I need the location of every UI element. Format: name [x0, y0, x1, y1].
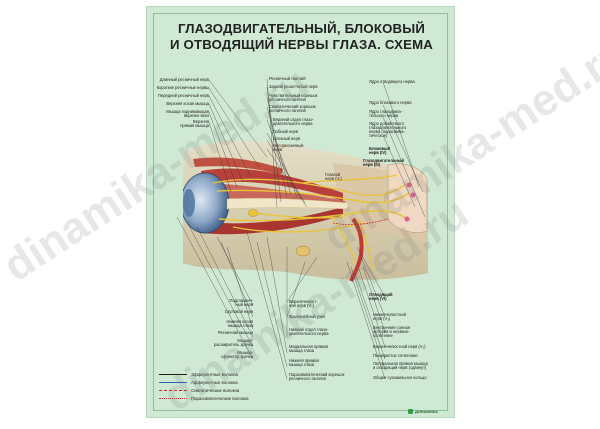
label-accessory-nucleus-3: нерва (парасимпа- — [369, 129, 405, 134]
label-sphincter-1: Мышца- — [237, 350, 253, 355]
label-parasympathetic-root-2: ресничного ганглия — [289, 376, 326, 381]
label-sympathetic-root-1: Симпатический корешок — [269, 104, 316, 109]
title-line-2: И ОТВОДЯЩИЙ НЕРВЫ ГЛАЗА. СХЕМА — [169, 37, 434, 52]
label-internal-carotid-1: Внутренняя сонная — [373, 325, 410, 330]
label-infraorbital-2: ный нерв — [235, 302, 253, 307]
label-dilator-1: Мышца- — [237, 338, 253, 343]
legend-parasympathetic-label: Парасимпатические волокна — [191, 396, 249, 401]
label-upper-oculomotor-1: Верхний отдел глазо- — [273, 117, 314, 122]
label-medial-rectus-1: Медиальная прямая — [289, 344, 328, 349]
label-maxillary-2: ной нерв (V₂) — [289, 303, 315, 308]
label-posterior-ethmoidal: Задний решетчатый нерв — [269, 84, 318, 89]
label-infraorbital-1: Подглазнич- — [229, 298, 253, 303]
title-line-1: ГЛАЗОДВИГАТЕЛЬНЫЙ, БЛОКОВЫЙ — [177, 21, 426, 36]
label-mandibular-1: Нижнечелюстной — [373, 312, 406, 317]
label-inferior-rectus-2: мышца глаза — [289, 362, 314, 367]
label-zygomatic: Скуловой нерв — [224, 309, 253, 314]
label-common-tendinous-ring: Общее сухожильное кольцо — [373, 375, 427, 380]
label-nasociliary-1: Носоресничный — [273, 143, 304, 148]
legend-sympathetic-label: Симпатические волокна — [191, 388, 240, 393]
legend-efferent-line — [159, 374, 187, 375]
page-title: ГЛАЗОДВИГАТЕЛЬНЫЙ, БЛОКОВЫЙ И ОТВОДЯЩИЙ … — [147, 21, 456, 53]
label-sensory-root-2: ресничного ганглия — [269, 97, 306, 102]
label-maxillary-nerve-right: Верхнечелюстной нерв (V₂) — [373, 344, 426, 349]
label-trochlear-nerve-2: нерв (IV) — [369, 150, 387, 155]
label-superior-rectus-2: прямая мышца — [180, 123, 209, 128]
label-ophthalmic-nerve-2: нерв (V₁) — [325, 176, 342, 181]
label-internal-carotid-3: сплетение — [373, 333, 393, 338]
label-oculomotor-nerve-2: нерв (III) — [363, 162, 381, 167]
label-oculomotor-nucleus-1: Ядро глазодвига- — [369, 109, 402, 114]
poster: ГЛАЗОДВИГАТЕЛЬНЫЙ, БЛОКОВЫЙ И ОТВОДЯЩИЙ … — [146, 6, 455, 418]
label-frontal-nerve: Лобный нерв — [273, 129, 298, 134]
label-pterygopalatine: Крылонёбный узел — [289, 314, 326, 319]
brand-logo-icon — [408, 409, 413, 414]
label-oculomotor-nucleus-2: тельного нерва — [369, 113, 399, 118]
eye-nerves-illustration — [183, 140, 428, 282]
label-mandibular-2: нерв (V₃) — [373, 316, 391, 321]
label-accessory-nucleus-4: тическое) — [369, 133, 388, 138]
label-levator-2: верхнее веко — [183, 113, 209, 118]
label-inferior-oblique-2: мышца глаза — [228, 323, 253, 328]
label-medial-rectus-2: мышца глаза — [289, 348, 314, 353]
label-upper-oculomotor-2: двигательного нерва — [273, 121, 313, 126]
legend-sympathetic-line — [159, 390, 187, 391]
legend-sympathetic: Симпатические волокна — [159, 388, 299, 394]
label-ciliary-ganglion: Ресничный ганглий — [269, 76, 306, 81]
label-internal-carotid-2: артерия и нервное — [373, 329, 409, 334]
label-trochlear-nucleus: Ядро блокового нерва — [369, 100, 412, 105]
legend-efferent-label: Эфферентные волокна — [191, 372, 238, 377]
leader-lines — [176, 78, 426, 380]
label-ophthalmic-nerve-1: Глазной — [325, 172, 341, 177]
label-long-ciliary-nerve: Длинный ресничный нерв — [159, 77, 209, 82]
brand-name: ДИНАМИКА — [415, 409, 439, 414]
label-abducens-nerve-2: нерв (VI) — [369, 296, 387, 301]
label-abducens-nucleus: Ядро отводящего нерва — [369, 79, 415, 84]
label-nasociliary-2: нерв — [273, 147, 282, 152]
poster-frame — [153, 13, 448, 411]
label-short-ciliary-nerves: Короткие ресничные нервы — [156, 85, 209, 90]
label-superior-oblique: Верхняя косая мышца — [166, 101, 209, 106]
legend-parasympathetic: Парасимпатические волокна — [159, 396, 299, 402]
label-lateral-rectus-2: и отводящий нерв (сдвинут) — [373, 365, 427, 370]
label-anterior-ciliary-nerve: Передний ресничный нерв — [158, 93, 209, 98]
label-inferior-oblique-1: Нижняя косая — [226, 319, 253, 324]
legend-afferent: Афферентные волокна — [159, 380, 299, 386]
legend-efferent: Эфферентные волокна — [159, 372, 299, 378]
legend-afferent-line — [159, 382, 187, 383]
label-accessory-nucleus-1: Ядро добавочного — [369, 121, 404, 126]
label-lower-oculomotor-2: двигательного нерва — [289, 331, 329, 336]
label-sensory-root-1: Чувствительный корешок — [269, 93, 318, 98]
label-ciliary-muscle: Ресничная мышца — [217, 330, 253, 335]
label-maxillary-1: Верхнечелюст- — [289, 299, 318, 304]
label-levator-1: Мышца поднимающая — [166, 109, 209, 114]
label-sympathetic-root-2: ресничного ганглия — [269, 108, 306, 113]
label-superior-rectus-1: Верхняя — [193, 119, 209, 124]
label-trochlear-nerve-1: Блоковый — [369, 146, 391, 151]
label-dilator-2: расширитель зрачка — [214, 342, 253, 347]
label-cavernous-plexus: Пещеристое сплетение — [373, 353, 418, 358]
legend-parasympathetic-line — [159, 398, 187, 399]
label-parasympathetic-root-1: Парасимпатический корешок — [289, 372, 345, 377]
label-oculomotor-nerve-1: Глазодвигательный — [363, 158, 404, 163]
label-accessory-nucleus-2: глазодвигательного — [369, 125, 407, 130]
label-sphincter-2: сфинктер зрачка — [221, 354, 253, 359]
legend-afferent-label: Афферентные волокна — [191, 380, 238, 385]
label-lower-oculomotor-1: Нижний отдел глазо- — [289, 327, 329, 332]
label-lateral-rectus-1: Латеральная прямая мышца — [373, 361, 428, 366]
label-lacrimal-nerve: Слезный нерв — [273, 136, 301, 141]
label-abducens-nerve-1: Отводящий — [369, 292, 393, 297]
label-inferior-rectus-1: Нижняя прямая — [289, 358, 319, 363]
